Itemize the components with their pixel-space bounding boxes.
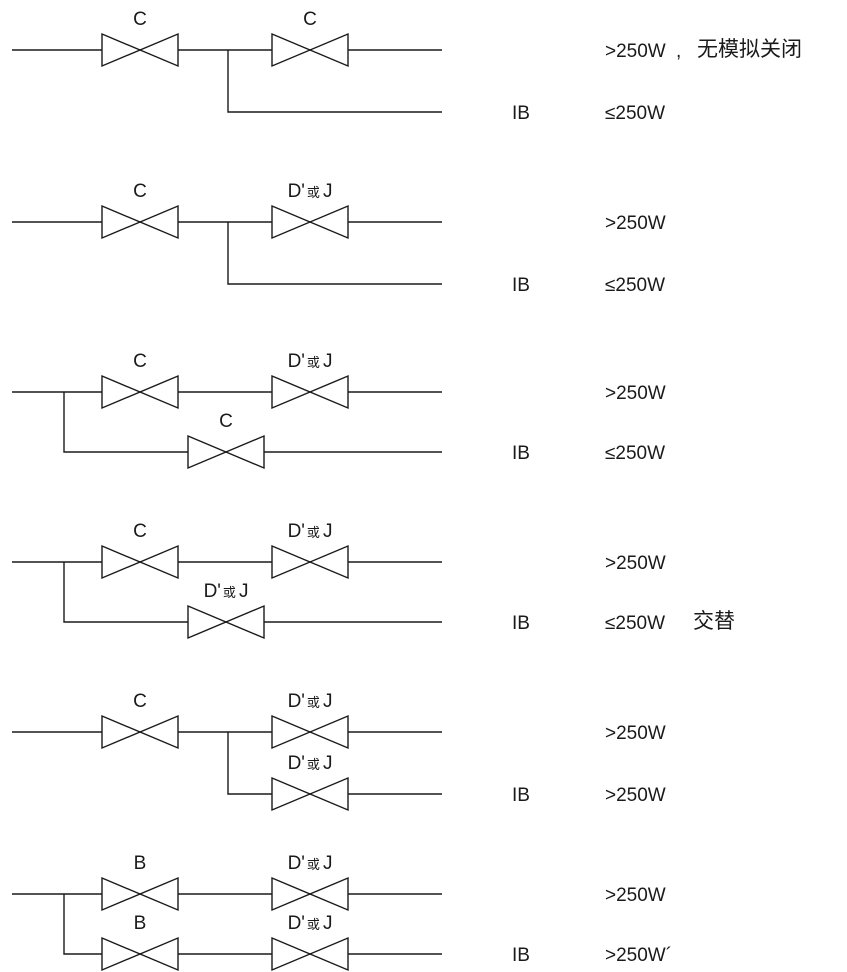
branch-line [63,392,442,453]
power-rating: >250W [605,41,666,62]
valve-symbol-icon [271,544,349,580]
branch-line [227,732,442,795]
valve-symbol-icon [271,936,349,972]
valve-symbol-icon [101,544,179,580]
power-rating: ≤250W [605,103,665,124]
valve-symbol-icon [271,714,349,750]
valve-symbol-icon [271,374,349,410]
top-valve: B [101,853,179,912]
top-valve: C [101,181,179,240]
valve-label: C [133,521,147,542]
circuit-row-1: C C >250W, 无模拟关闭 IB ≤250W [12,9,802,124]
top-valve: C [101,691,179,750]
power-rating: >250W [605,383,666,404]
valve-symbol-icon [101,204,179,240]
valve-symbol-icon [101,936,179,972]
valve-label: C [219,411,233,432]
power-rating: ≤250W [605,613,665,634]
branch-valve: C [187,411,265,470]
branch-tag: IB [512,275,530,296]
valve-symbol-icon [271,32,349,68]
valve-label: B [134,853,147,874]
valve-label: C [303,9,317,30]
branch-tag: IB [512,785,530,806]
valve-label: C [133,181,147,202]
valve-symbol-icon [187,434,265,470]
branch-line [63,894,442,955]
top-valve: C [101,351,179,410]
top-valve: C [271,9,349,68]
valve-label: C [133,691,147,712]
top-valve: C [101,521,179,580]
power-rating: >250W [605,785,666,806]
branch-line [63,562,442,623]
power-rating: ≤250W [605,275,665,296]
note-text: 交替 [693,609,735,633]
power-rating: >250W [605,553,666,574]
branch-tag: IB [512,103,530,124]
valve-symbol-icon [271,204,349,240]
valve-symbol-icon [187,604,265,640]
valve-label: C [133,9,147,30]
power-rating: ≤250W [605,443,665,464]
valve-symbol-icon [101,374,179,410]
separator-comma: , [676,41,681,62]
branch-valve: B [101,913,179,972]
power-rating: >250W [605,213,666,234]
valve-symbol-icon [101,876,179,912]
power-rating: >250W [605,885,666,906]
branch-tag: IB [512,945,530,966]
valve-symbol-icon [271,876,349,912]
branch-line [227,50,442,113]
branch-tag: IB [512,613,530,634]
branch-line [227,222,442,285]
power-rating: >250W [605,723,666,744]
note-text: 无模拟关闭 [697,37,802,61]
top-valve: C [101,9,179,68]
valve-symbol-icon [101,32,179,68]
valve-label: C [133,351,147,372]
valve-label: B [134,913,147,934]
branch-tag: IB [512,443,530,464]
power-rating: >250W´ [605,945,672,966]
valve-symbol-icon [101,714,179,750]
valve-symbol-icon [271,776,349,812]
